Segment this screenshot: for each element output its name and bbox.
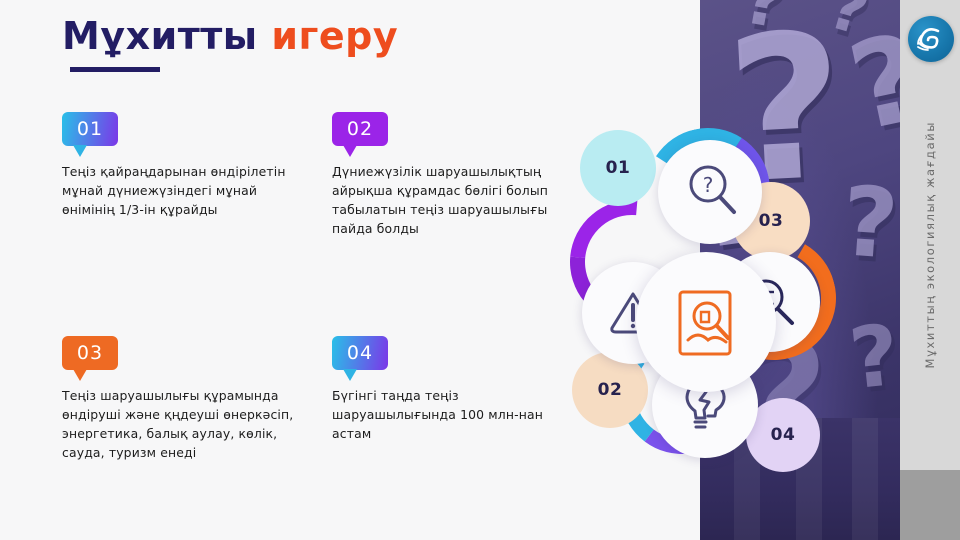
list-item-02-text: Дүниежүзілік шаруашылықтың айрықша құрам… <box>332 164 549 236</box>
list-item-03: 03 Теңіз шаруашылығы құрамында өндіруші … <box>62 336 302 462</box>
badge-02-number: 02 <box>346 118 374 140</box>
badge-04: 04 <box>332 336 388 381</box>
badge-01-number: 01 <box>76 118 104 140</box>
list-item-03-text: Теңіз шаруашылығы құрамында өндіруші жән… <box>62 388 294 460</box>
wave-logo <box>908 16 954 62</box>
page-title: Мұхитты игеру <box>62 14 398 58</box>
document-search-icon <box>678 290 732 356</box>
circle-number-02-label: 02 <box>597 380 623 400</box>
vertical-section-label: Мұхиттың экологиялық жағдайы <box>900 0 960 470</box>
circle-number-01-label: 01 <box>605 158 631 178</box>
list-item-01-text: Теңіз қайраңдарынан өндірілетін мұнай дү… <box>62 164 286 217</box>
circle-number-04: 04 <box>746 398 820 472</box>
circle-number-04-label: 04 <box>770 425 796 445</box>
badge-03-number: 03 <box>76 342 104 364</box>
vertical-section-label-text: Мұхиттың экологиялық жағдайы <box>923 121 937 369</box>
badge-04-number: 04 <box>346 342 374 364</box>
badge-03: 03 <box>62 336 118 381</box>
circle-number-01: 01 <box>580 130 656 206</box>
side-rail-bottom <box>900 470 960 540</box>
circle-number-02: 02 <box>572 352 648 428</box>
side-rail-top <box>900 0 960 470</box>
page-title-part1: Мұхитты <box>62 14 258 58</box>
list-item-04-text: Бүгінгі таңда теңіз шаруашылығында 100 м… <box>332 388 543 441</box>
list-item-01: 01 Теңіз қайраңдарынан өндірілетін мұнай… <box>62 112 302 220</box>
infographic-illustration: ? ? ? ? ? ? ? ? ? 01 02 03 <box>560 0 900 540</box>
lobe-magnifier-question: ? <box>658 140 762 244</box>
lobe-center <box>636 252 776 392</box>
badge-02: 02 <box>332 112 388 157</box>
list-item-04: 04 Бүгінгі таңда теңіз шаруашылығында 10… <box>332 336 572 444</box>
circle-number-03-label: 03 <box>758 211 784 231</box>
magnifier-question-icon: ? <box>689 165 736 214</box>
svg-text:?: ? <box>703 173 714 197</box>
list-item-02: 02 Дүниежүзілік шаруашылықтың айрықша құ… <box>332 112 572 238</box>
title-underline <box>70 67 160 72</box>
page-title-part2: игеру <box>271 14 399 58</box>
badge-01: 01 <box>62 112 118 157</box>
